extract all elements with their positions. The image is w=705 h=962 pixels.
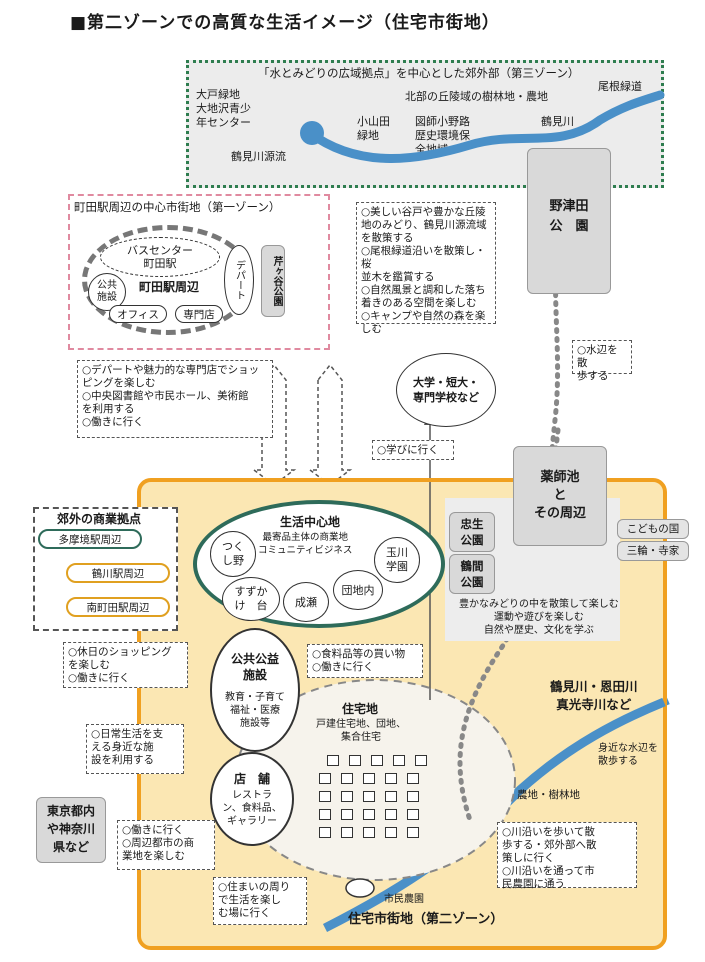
miwa-jike: 三輪・寺家	[617, 541, 689, 561]
house-icon	[363, 827, 375, 838]
university: 大学・短大・ 専門学校など	[396, 353, 496, 427]
tsurukawa-station: 鶴川駅周辺	[66, 563, 170, 583]
house-icon	[319, 773, 331, 784]
label-obata-ryokudo: 尾根緑道	[598, 80, 642, 93]
tamasakai-station: 多摩境駅周辺	[38, 529, 142, 549]
office: オフィス	[109, 305, 167, 323]
house-icon	[349, 755, 361, 766]
house-icon	[341, 827, 353, 838]
house-icon	[363, 809, 375, 820]
house-icon	[385, 827, 397, 838]
danchi: 団地内	[333, 570, 383, 610]
kodomo-no-kuni: こどもの国	[617, 519, 689, 539]
specialty-store: 専門店	[175, 305, 223, 323]
house-icon	[319, 791, 331, 802]
tokyo-kanagawa: 東京都内 や神奈川 県など	[36, 797, 106, 863]
housing-heading: 住宅地	[342, 702, 379, 716]
public-service: 公共公益 施設 教育・子育て 福祉・医療 施設等	[210, 628, 300, 752]
holiday-shopping-note: ○休日のショッピング を楽しむ ○働きに行く	[63, 642, 188, 688]
house-icon	[341, 809, 353, 820]
minamimachida-station: 南町田駅周辺	[66, 597, 170, 617]
house-icon	[415, 755, 427, 766]
house-icon	[407, 827, 419, 838]
rivers-label: 鶴見川・恩田川 真光寺川など	[550, 679, 638, 712]
river-walk-note: ○川沿いを歩いて散 歩する・郊外部へ散 策しに行く ○川沿いを通って市 民農園に…	[497, 822, 637, 890]
green-activities: 豊かなみどりの中を散策して楽しむ 運動や遊びを楽しむ 自然や歴史、文化を学ぶ	[459, 599, 619, 636]
farm-shape	[345, 878, 375, 898]
tsurumi-river-line	[305, 90, 665, 163]
house-icon	[363, 773, 375, 784]
zone1-activities-note: ○デパートや魅力的な専門店でショッ ピングを楽しむ ○中央図書館や市民ホール、美…	[77, 360, 273, 438]
house-grid	[319, 755, 429, 845]
near-home-note: ○住まいの周り で生活を楽し む場に行く	[213, 877, 307, 925]
study-note: ○学びに行く	[372, 440, 454, 460]
tsukushino: つく し野	[210, 531, 256, 577]
house-icon	[341, 773, 353, 784]
house-icon	[385, 773, 397, 784]
house-icon	[371, 755, 383, 766]
shops-sub: レストラ ン、食料品、 ギャラリー	[222, 789, 282, 827]
shops-heading: 店 舗	[233, 771, 270, 786]
house-icon	[363, 791, 375, 802]
zone3-heading: 「水とみどりの広域拠点」を中心とした郊外部（第三ゾーン）	[258, 66, 580, 80]
housing-sub: 戸建住宅地、団地、 集合住宅	[316, 719, 406, 743]
zone2-label: 住宅市街地（第二ゾーン）	[348, 912, 504, 927]
tamagawa-gakuen: 玉川 学園	[374, 537, 420, 583]
shops: 店 舗 レストラ ン、食料品、 ギャラリー	[210, 752, 294, 846]
suzukakedai: すずか け 台	[222, 577, 280, 621]
house-icon	[385, 809, 397, 820]
farmland-label: 農地・樹林地	[517, 789, 580, 801]
chusei-park: 忠生 公園	[449, 512, 495, 552]
label-tsurumi-river: 鶴見川	[541, 115, 574, 128]
house-icon	[393, 755, 405, 766]
bus-center: バスセンター 町田駅	[100, 237, 220, 277]
tsurumaki-park: 鶴間 公園	[449, 554, 495, 594]
house-icon	[341, 791, 353, 802]
public-service-heading: 公共公益 施設	[230, 651, 279, 682]
page-title: ■第二ゾーンでの高質な生活イメージ（住宅市街地）	[70, 13, 500, 33]
house-icon	[407, 791, 419, 802]
zone3-activities-note: ○美しい谷戸や豊かな丘陵 地のみどり、鶴見川源流域 を散策する ○尾根緑道沿いを…	[356, 202, 496, 335]
river-source-dot	[300, 121, 324, 145]
station-area-label: 町田駅周辺	[139, 280, 200, 294]
living-center-heading: 生活中心地	[280, 515, 341, 529]
house-icon	[327, 755, 339, 766]
living-center-sub: 最寄品主体の商業地 コミュニティビジネス	[258, 532, 353, 556]
public-facility: 公共 施設	[88, 273, 126, 311]
river-line	[322, 697, 666, 933]
suburb-commerce-heading: 郊外の商業拠点	[57, 512, 142, 526]
serigaya-park: 芹ヶ谷公園	[261, 245, 285, 317]
food-shopping-note: ○食料品等の買い物 ○働きに行く	[307, 644, 423, 678]
farm-label: 市民農園	[384, 894, 424, 905]
zone1-heading: 町田駅周辺の中心市街地（第一ゾーン）	[74, 200, 281, 214]
public-service-sub: 教育・子育て 福祉・医療 施設等	[225, 691, 285, 729]
depart: デパート	[224, 245, 254, 315]
yakushi-pond: 薬師池 と その周辺	[513, 446, 607, 546]
label-northern-hills: 北部の丘陵域の樹林地・農地	[405, 90, 548, 103]
house-icon	[407, 773, 419, 784]
label-tsurumi-source: 鶴見川源流	[231, 150, 286, 163]
work-note: ○働きに行く ○周辺都市の商 業地を楽しむ	[117, 820, 215, 870]
nozuta-park: 野津田 公 園	[527, 148, 611, 294]
waterside-label: 身近な水辺を 散歩する	[598, 743, 658, 767]
house-icon	[319, 809, 331, 820]
label-koyamada: 小山田 緑地	[357, 115, 390, 142]
daily-facility-note: ○日常生活を支 える身近な施 設を利用する	[86, 724, 184, 774]
waterside-walk-note: ○水辺を散 歩する	[572, 340, 632, 382]
naruse: 成瀬	[283, 582, 329, 622]
house-icon	[407, 809, 419, 820]
house-icon	[319, 827, 331, 838]
label-oto-ryokuchi: 大戸緑地 大地沢青少 年センター	[196, 88, 251, 129]
house-icon	[385, 791, 397, 802]
